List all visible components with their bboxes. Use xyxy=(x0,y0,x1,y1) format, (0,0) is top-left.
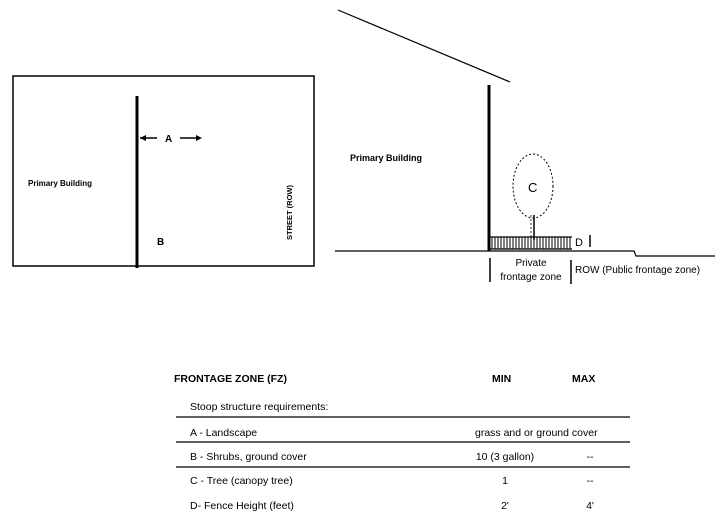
plan-b-label: B xyxy=(157,237,164,248)
row-d-max: 4' xyxy=(586,500,594,512)
row-b-min: 10 (3 gallon) xyxy=(476,451,534,463)
plan-view: A Primary Building B STREET (ROW) xyxy=(12,75,315,268)
row-b-label: B - Shrubs, ground cover xyxy=(190,451,307,463)
fence-label: D xyxy=(575,237,583,249)
ground-line xyxy=(335,250,715,257)
row-c-label: C - Tree (canopy tree) xyxy=(190,475,293,487)
plan-building-label: Primary Building xyxy=(28,179,92,188)
private-zone-label-1: Private xyxy=(515,258,547,269)
row-zone-label: ROW (Public frontage zone) xyxy=(575,265,700,276)
row-b-max: -- xyxy=(587,451,594,463)
roof-line xyxy=(337,9,511,83)
tree-label: C xyxy=(528,180,537,195)
street-label: STREET (ROW) xyxy=(285,185,294,240)
row-c-min: 1 xyxy=(502,475,508,487)
dimension-a-label: A xyxy=(165,134,172,145)
fence xyxy=(490,236,572,250)
section-building-label: Primary Building xyxy=(350,153,422,163)
table-title: FRONTAGE ZONE (FZ) xyxy=(174,373,287,385)
section-view: Primary Building C D Private frontage zo… xyxy=(335,9,715,284)
frontage-zone-table: FRONTAGE ZONE (FZ) MIN MAX Stoop structu… xyxy=(174,373,630,512)
plan-lot-outline xyxy=(12,75,315,267)
row-c-max: -- xyxy=(587,475,594,487)
table-subtitle: Stoop structure requirements: xyxy=(190,401,328,413)
dimension-arrow-a xyxy=(140,135,202,141)
row-a-label: A - Landscape xyxy=(190,427,257,439)
col-max-header: MAX xyxy=(572,373,595,385)
col-min-header: MIN xyxy=(492,373,511,385)
private-zone-label-2: frontage zone xyxy=(500,272,562,283)
row-d-min: 2' xyxy=(501,500,509,512)
row-a-value: grass and or ground cover xyxy=(475,427,598,439)
tree-canopy xyxy=(512,153,554,219)
row-d-label: D- Fence Height (feet) xyxy=(190,500,294,512)
